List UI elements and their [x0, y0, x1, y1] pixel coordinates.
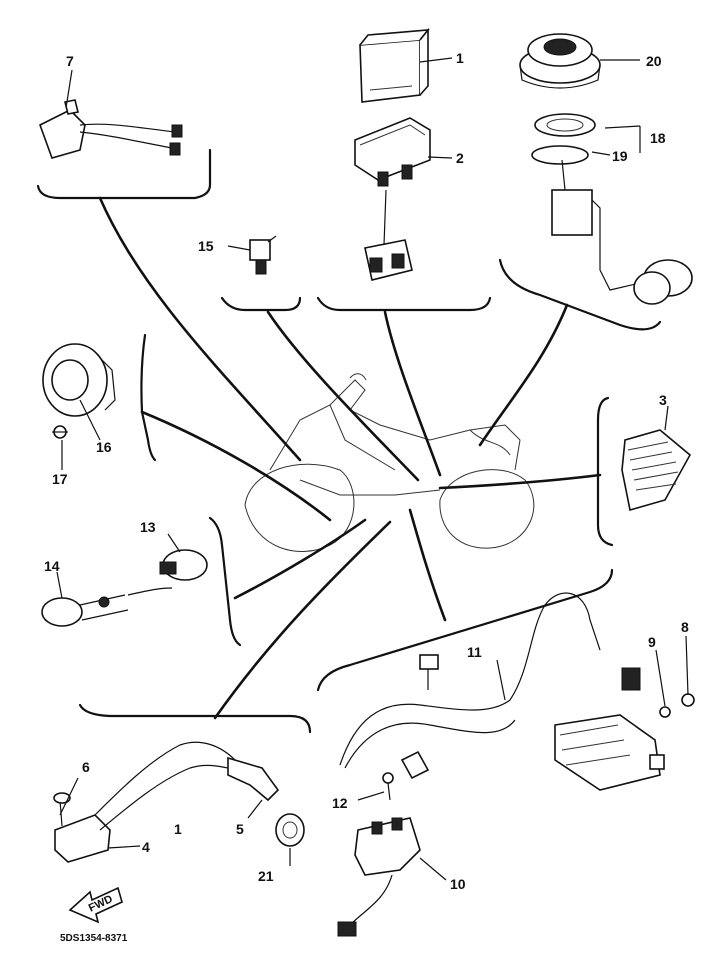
- part-starter-motor: [554, 714, 665, 791]
- forward-arrow-icon: [68, 886, 123, 924]
- part-switch-15: [249, 235, 277, 275]
- label-13: 13: [140, 519, 156, 535]
- part-relay: [359, 27, 430, 103]
- leader-wires: [98, 196, 602, 720]
- part-switch-7: [39, 99, 183, 159]
- label-9: 9: [648, 634, 656, 650]
- label-2: 2: [456, 150, 464, 166]
- label-5: 5: [236, 821, 244, 837]
- diagram-code: 5DS1354-8371: [60, 933, 128, 944]
- label-15: 15: [198, 238, 214, 254]
- part-fuel-sender: [519, 33, 693, 305]
- part-horn: [42, 343, 116, 439]
- part-relay-holder: [354, 117, 431, 281]
- label-19: 19: [612, 148, 628, 164]
- motorcycle-outline: [244, 373, 535, 552]
- label-11: 11: [467, 644, 482, 660]
- label-3: 3: [659, 392, 667, 408]
- part-labels: 1 2 3 4 5 6 7 8 9 10 11 12 13 14 15 16 1…: [44, 50, 689, 944]
- label-4: 4: [142, 839, 150, 855]
- part-grommet-21: [275, 813, 305, 847]
- label-1: 1: [456, 50, 464, 66]
- label-8: 8: [681, 619, 689, 635]
- label-6: 6: [82, 759, 90, 775]
- label-14: 14: [44, 558, 60, 574]
- label-7: 7: [66, 53, 74, 69]
- part-switch-14: [41, 587, 173, 627]
- label-20: 20: [646, 53, 662, 69]
- part-plug-cap: [227, 756, 280, 802]
- label-16: 16: [96, 439, 112, 455]
- label-17: 17: [52, 471, 68, 487]
- part-switch-13: [159, 549, 208, 581]
- label-center-1: 1: [174, 821, 182, 837]
- label-leaders: [56, 57, 689, 881]
- part-starter-cable: [339, 592, 695, 769]
- part-regulator: [621, 429, 692, 512]
- label-21: 21: [258, 868, 274, 884]
- label-18: 18: [650, 130, 666, 146]
- label-10: 10: [450, 876, 466, 892]
- label-12: 12: [332, 795, 348, 811]
- group-brackets: [36, 148, 662, 734]
- part-starter-relay: [337, 750, 430, 937]
- part-ignition-coil: [53, 741, 239, 863]
